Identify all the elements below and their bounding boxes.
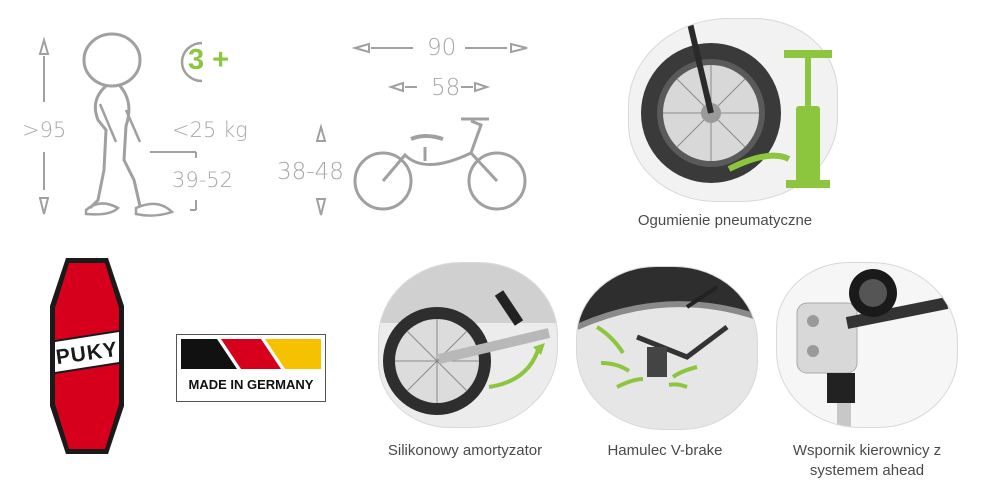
wheelbase-label: 58	[431, 75, 461, 101]
inseam-label: 39-52	[172, 168, 234, 192]
german-flag-stripes	[181, 339, 321, 369]
child-figure-icon	[38, 32, 197, 217]
weight-label: <25 kg	[172, 118, 248, 142]
puky-logo: PUKY	[48, 256, 126, 456]
height-label: >95	[22, 118, 67, 142]
age-badge: 3 +	[172, 40, 242, 84]
child-sizing-figure: >95 <25 kg 39-52	[20, 30, 260, 230]
caption-pneumatic-tyres: Ogumienie pneumatyczne	[637, 212, 813, 229]
made-in-germany-badge: MADE IN GERMANY	[176, 334, 326, 402]
caption-ahead-stem: Wspornik kierownicy z systemem ahead	[792, 442, 942, 479]
bike-outline-icon	[315, 42, 528, 216]
bike-dimensions: 90 58 38-48	[275, 35, 545, 225]
badge-text: MADE IN GERMANY	[188, 377, 314, 392]
v-brake-photo	[576, 266, 758, 430]
air-pump-icon	[778, 46, 838, 196]
caption-v-brake: Hamulec V-brake	[607, 442, 723, 459]
seat-height-label: 38-48	[277, 159, 344, 185]
ahead-stem-photo	[776, 262, 958, 428]
caption-shock-absorber: Silikonowy amortyzator	[387, 442, 543, 459]
age-label: 3 +	[188, 44, 230, 76]
shock-absorber-photo	[378, 262, 558, 428]
length-label: 90	[427, 35, 457, 61]
